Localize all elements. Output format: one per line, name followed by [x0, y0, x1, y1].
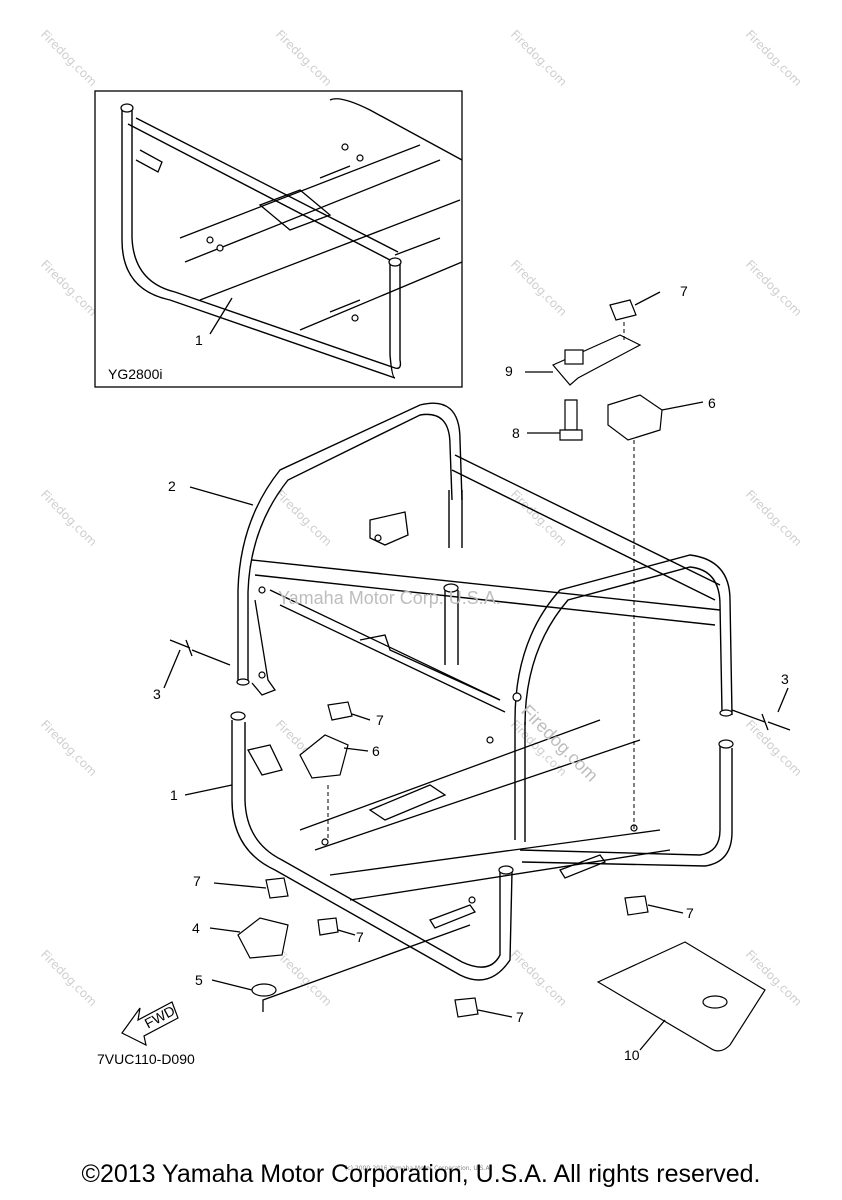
- callout-7-center: 7: [356, 929, 364, 945]
- callout-6-top: 6: [708, 395, 716, 411]
- watermark-tile: Firedog.com: [508, 27, 570, 89]
- inset-model-label: YG2800i: [108, 366, 162, 382]
- callout-3-left: 3: [153, 686, 161, 702]
- watermark-tile: Firedog.com: [38, 487, 100, 549]
- watermark-tile: Firedog.com: [273, 487, 335, 549]
- callout-7-left: 7: [193, 873, 201, 889]
- watermark-tile: Firedog.com: [743, 27, 805, 89]
- callout-8: 8: [512, 425, 520, 441]
- watermark-tile: Firedog.com: [38, 947, 100, 1009]
- callout-7-right: 7: [686, 905, 694, 921]
- callouts: 2 3 3 1 4 5 6 6 7 7 7 7 7 7 8 9 10: [153, 283, 789, 1063]
- watermark-tile: Firedog.com: [743, 717, 805, 779]
- callout-5: 5: [195, 972, 203, 988]
- watermark-tile: Firedog.com: [38, 27, 100, 89]
- callout-9: 9: [505, 363, 513, 379]
- callout-4: 4: [192, 920, 200, 936]
- diagram-code: 7VUC110-D090: [97, 1051, 195, 1067]
- callout-6-mid: 6: [372, 743, 380, 759]
- callout-7-mid: 7: [376, 712, 384, 728]
- upper-frame: [236, 402, 733, 842]
- watermark-center: Yamaha Motor Corp. U.S.A.: [278, 588, 501, 608]
- small-parts: FWD: [121, 299, 791, 1052]
- watermark-tile: Firedog.com: [273, 947, 335, 1009]
- watermark-tile: Firedog.com: [273, 27, 335, 89]
- watermark-tile: Firedog.com: [743, 487, 805, 549]
- watermark-tile: Firedog.com: [38, 717, 100, 779]
- watermark-tile: Firedog.com: [743, 257, 805, 319]
- callout-2: 2: [168, 478, 176, 494]
- callout-7-top: 7: [680, 283, 688, 299]
- leader-lines: [163, 291, 789, 1051]
- callout-10: 10: [624, 1047, 640, 1063]
- callout-1-main: 1: [170, 787, 178, 803]
- copyright-notice: ©2013 Yamaha Motor Corporation, U.S.A. A…: [81, 1160, 761, 1188]
- watermark-tile: Firedog.com: [508, 257, 570, 319]
- callout-3-right: 3: [781, 671, 789, 687]
- watermark-fine-print: (c) 2000-2016 Yamaha Motor Corporation, …: [345, 1165, 491, 1172]
- watermark-tile: Firedog.com: [508, 947, 570, 1009]
- lower-frame: [230, 711, 734, 981]
- watermark-tile: Firedog.com: [38, 257, 100, 319]
- callout-7-bottom: 7: [516, 1009, 524, 1025]
- inset-yg2800i: 1 YG2800i: [94, 90, 463, 388]
- inset-callout-1: 1: [195, 332, 203, 348]
